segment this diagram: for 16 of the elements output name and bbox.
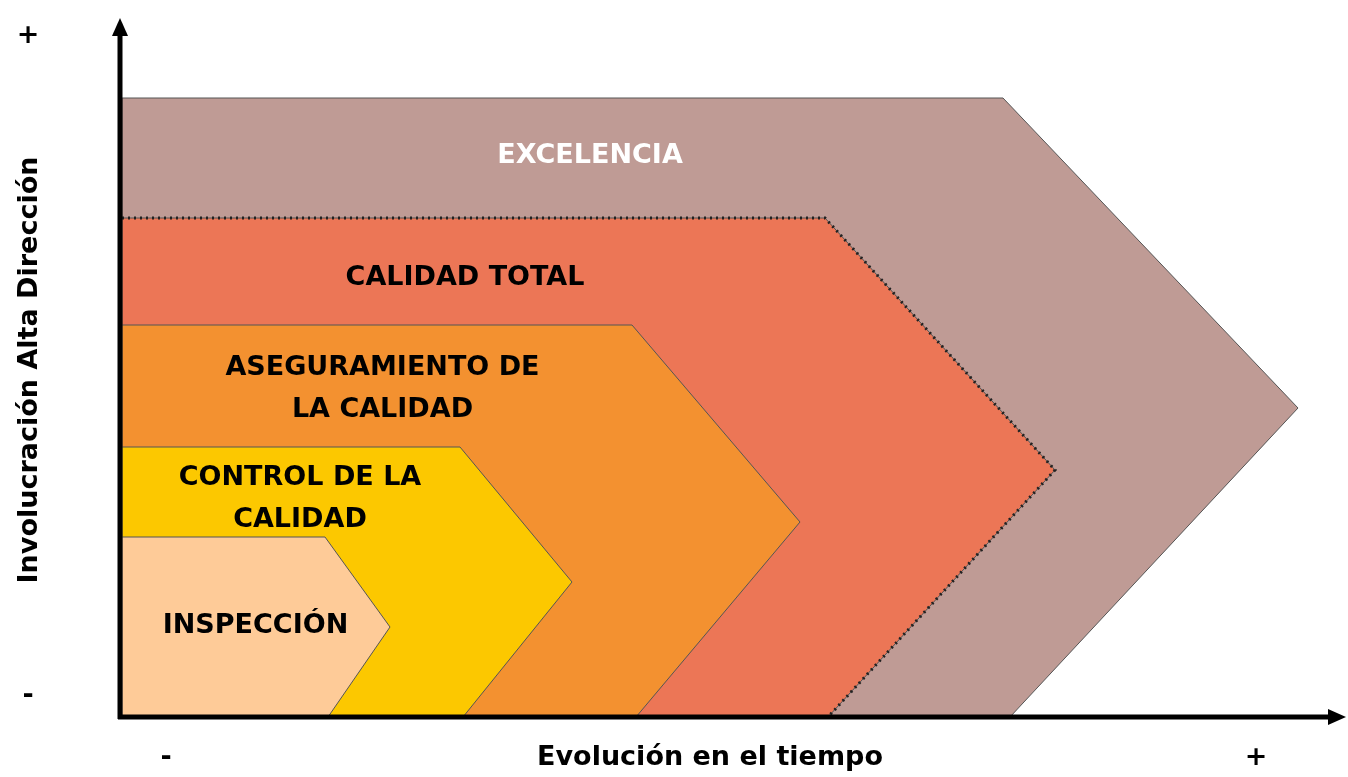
stage-label: INSPECCIÓN bbox=[161, 607, 350, 641]
axis-label: Involucración Alta Dirección bbox=[12, 155, 44, 586]
axis-label: Evolución en el tiempo bbox=[536, 740, 884, 772]
chevron-stage bbox=[122, 447, 574, 717]
chevron-stage bbox=[122, 537, 392, 717]
axis-label: + bbox=[15, 18, 41, 50]
stage-label: CONTROL DE LA CALIDAD bbox=[177, 459, 423, 535]
chevron-stage bbox=[122, 98, 1300, 717]
stage-label: CALIDAD TOTAL bbox=[344, 259, 586, 293]
chevron-stage bbox=[122, 218, 1057, 717]
stage-label: EXCELENCIA bbox=[496, 137, 684, 171]
axis-label: - bbox=[159, 740, 173, 772]
axis-label: - bbox=[21, 678, 35, 710]
chevron-stage bbox=[122, 325, 802, 717]
axis-label: + bbox=[1243, 740, 1269, 772]
stage-label: ASEGURAMIENTO DE LA CALIDAD bbox=[224, 349, 541, 425]
